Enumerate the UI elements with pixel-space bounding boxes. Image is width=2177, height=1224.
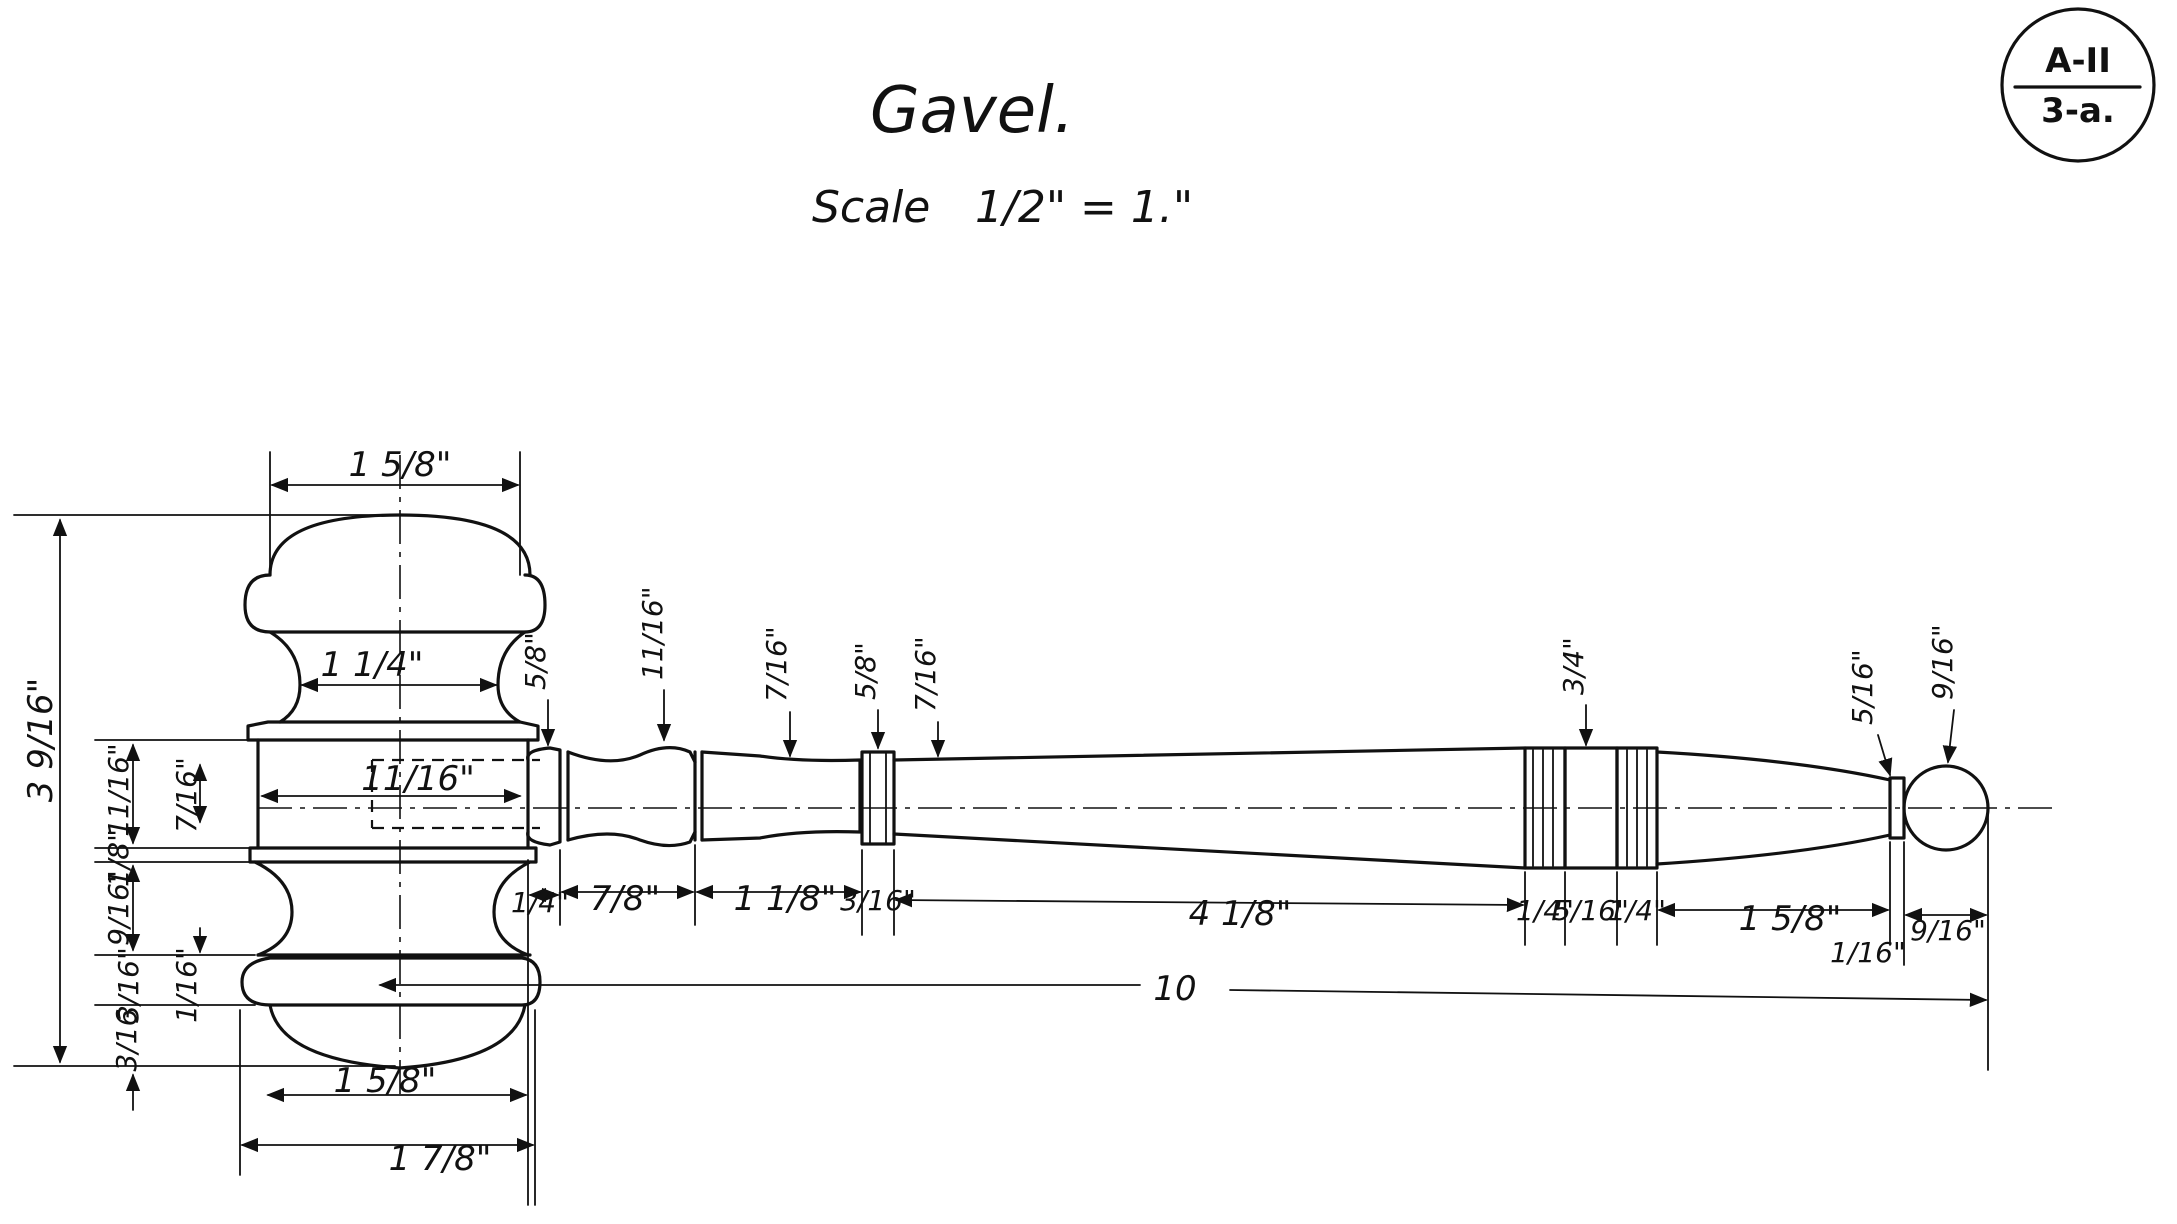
dim-tip-neck: 5/16": [1846, 649, 1879, 725]
scale-label: Scale: [812, 182, 930, 233]
dim-v-band-top: 11/16": [102, 743, 135, 837]
scale-value: 1/2" = 1.": [975, 182, 1193, 233]
dim-head-top-width: 1 5/8": [349, 445, 452, 485]
dim-v-step-2: 9/16": [102, 870, 135, 946]
dim-len-shaft: 4 1/8": [1189, 894, 1292, 934]
dim-grip-band: 3/4": [1557, 637, 1590, 695]
dim-len-ball: 9/16": [1910, 914, 1986, 947]
dim-len-taper: 1 5/8": [1739, 899, 1842, 939]
dim-len-neck: 1 1/8": [734, 879, 837, 919]
gavel-handle: [258, 746, 2060, 870]
dim-neck-width: 1 1/4": [321, 645, 424, 685]
dim-len-tip-neck: 1/16": [1830, 936, 1906, 969]
dim-handle-taper: 7/16": [760, 626, 793, 702]
sheet-ref-bottom: 3-a.: [2041, 91, 2115, 131]
dim-head-bottom-width: 1 5/8": [334, 1061, 437, 1101]
dim-ring-outer: 5/8": [849, 642, 882, 700]
dim-ball-diameter: 9/16": [1926, 624, 1959, 700]
dim-len-band-a: 1/4": [1516, 894, 1574, 927]
head-dimensions: 3 9/16" 1 5/8" 1 1/4" 11/16" 1 5/8" 1 7/…: [13, 445, 536, 1206]
sheet-reference-seal: A-II 3-a.: [2000, 7, 2156, 163]
handle-length-dimensions: 1/4" 7/8" 1 1/8" 3/16" 4 1/8" 1/4" 5/16"…: [378, 811, 1989, 1206]
drawing-title: Gavel.: [870, 74, 1074, 148]
dim-handle-bulb: 11/16": [636, 586, 669, 680]
dim-v-step-4: 1/16": [170, 947, 203, 1023]
dim-len-collar: 1/4": [511, 886, 569, 919]
dim-len-bulb: 7/8": [590, 879, 660, 919]
dim-head-overall-width: 1 7/8": [389, 1139, 492, 1179]
dim-head-overall-height: 3 9/16": [21, 678, 61, 802]
dim-collar-diameter: 5/8": [519, 632, 552, 690]
sheet-ref-top: A-II: [2045, 41, 2111, 81]
dim-len-band-b: 5/16": [1553, 894, 1629, 927]
dim-len-band-c: 1/4": [1608, 894, 1666, 927]
handle-diameter-callouts: 5/8" 11/16" 7/16" 5/8" 7/16" 3/4" 5/16" …: [519, 586, 1959, 777]
dim-bore-diameter: 11/16": [361, 759, 475, 799]
dim-overall-length: 10: [1153, 969, 1196, 1009]
dim-ring-inner: 7/16": [909, 636, 942, 712]
dim-v-step-5: 3/16: [110, 1009, 143, 1072]
gavel-head: [240, 455, 547, 1100]
dim-v-step-3: 3/16": [112, 947, 145, 1023]
dim-v-band-inner: 7/16": [170, 757, 203, 833]
